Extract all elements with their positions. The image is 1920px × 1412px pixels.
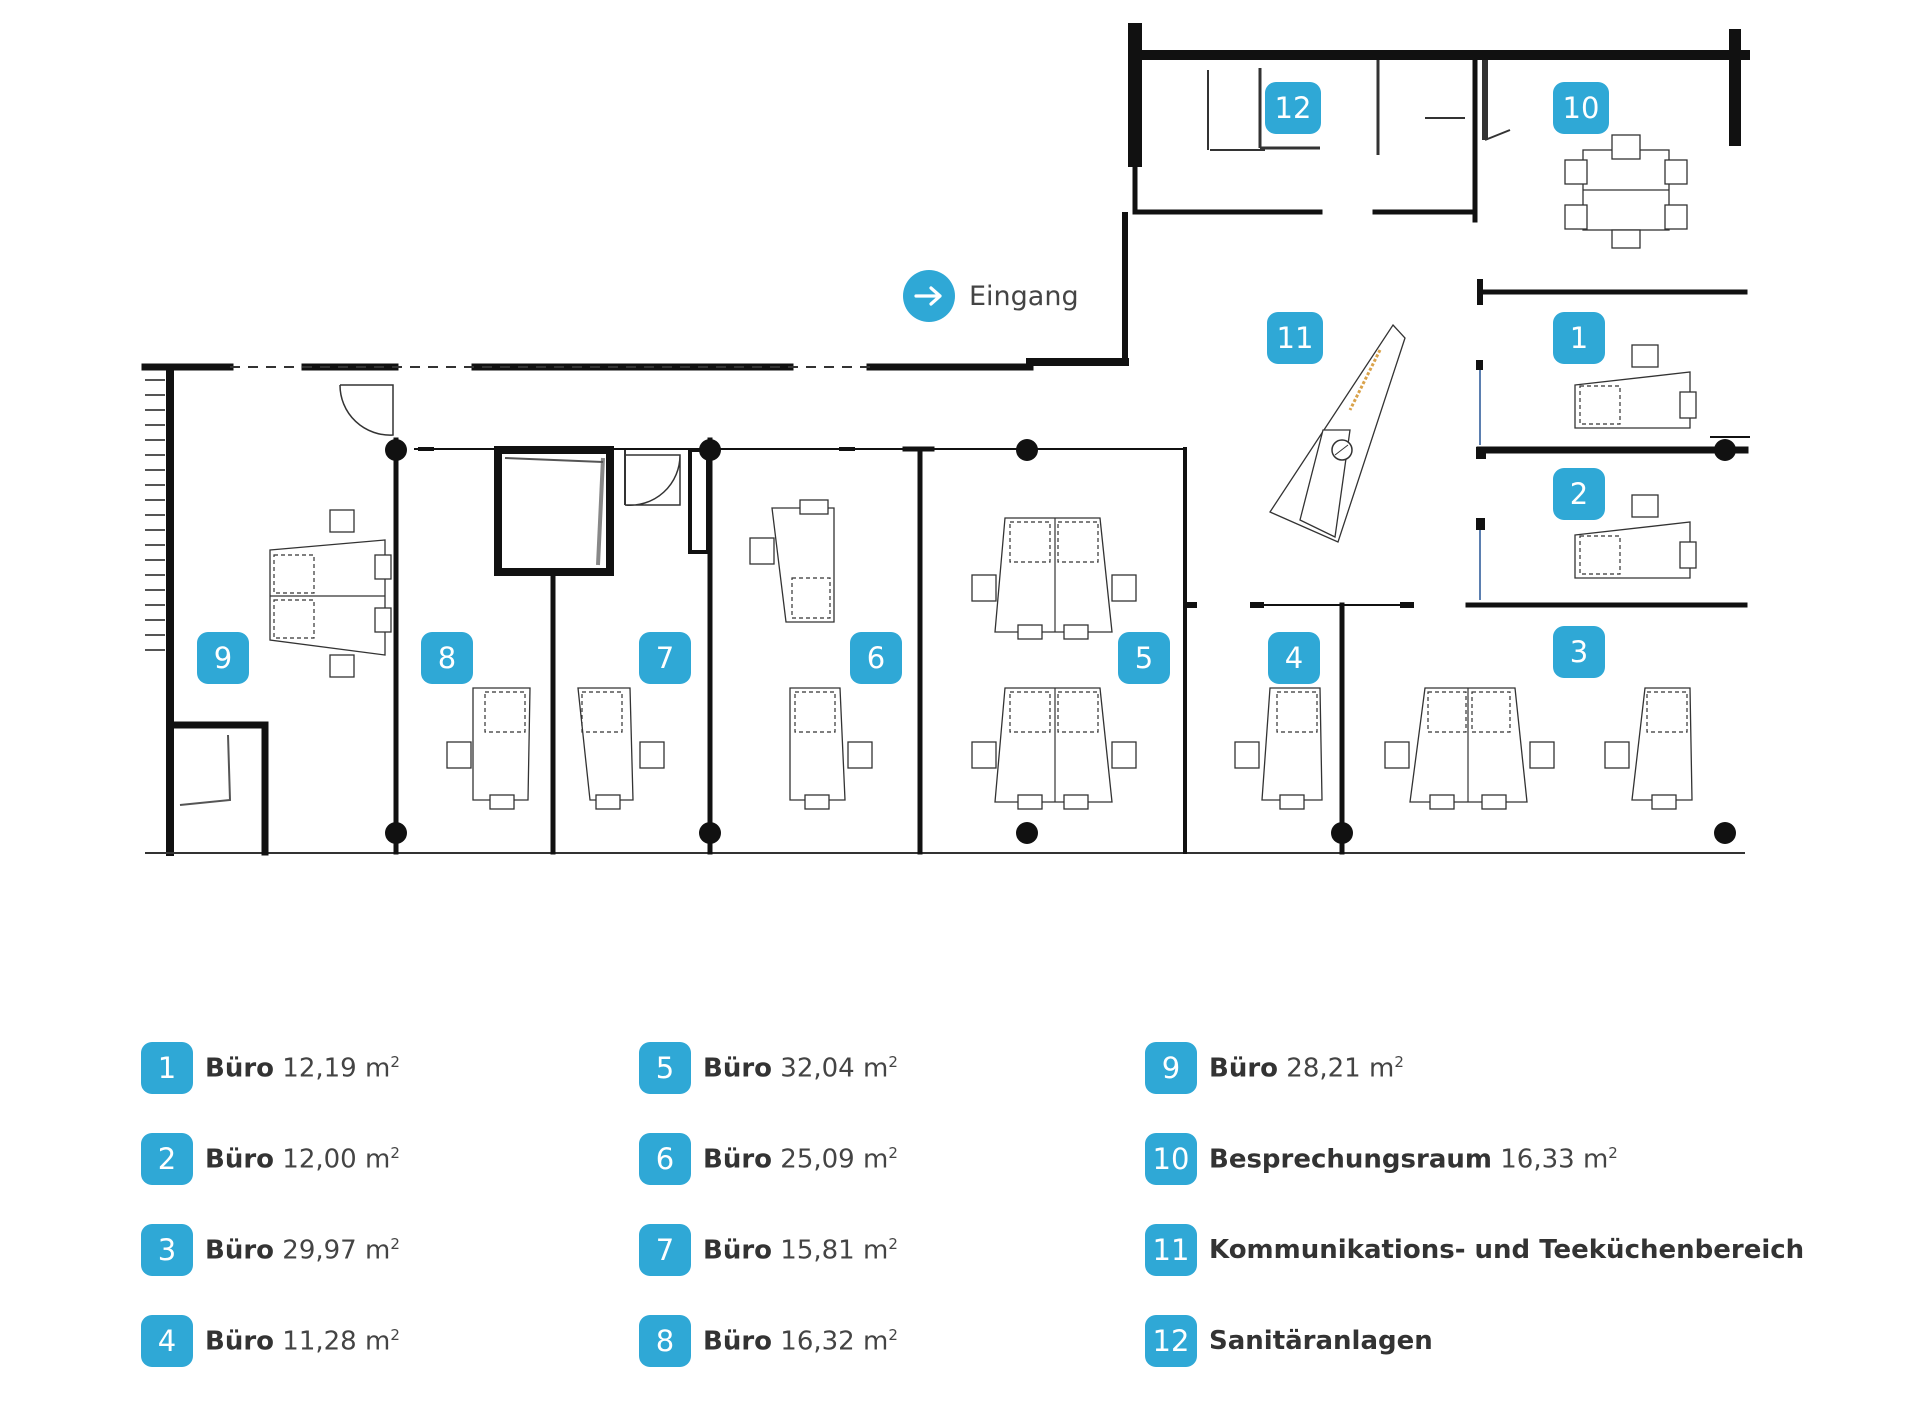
room-area: 11,28 m bbox=[282, 1326, 391, 1357]
legend-number: 12 bbox=[1145, 1315, 1197, 1367]
room-name: Kommunikations- und Teeküchenbereich bbox=[1209, 1235, 1805, 1265]
room-name: Büro bbox=[205, 1326, 275, 1357]
svg-text:1: 1 bbox=[1570, 321, 1588, 355]
room-name: Besprechungsraum bbox=[1209, 1144, 1492, 1175]
room-area: 25,09 m bbox=[780, 1144, 889, 1175]
room-badge-10: 10 bbox=[1553, 82, 1609, 134]
legend-item-10: 10 Besprechungsraum 16,33 m2 bbox=[1145, 1131, 1618, 1187]
room-area: 16,33 m bbox=[1500, 1144, 1609, 1175]
entrance-label: Eingang bbox=[969, 280, 1079, 312]
room-badge-11: 11 bbox=[1267, 312, 1323, 364]
legend-item-5: 5 Büro 32,04 m2 bbox=[639, 1040, 898, 1096]
legend-number: 4 bbox=[141, 1315, 193, 1367]
room-badge-7: 7 bbox=[639, 632, 691, 684]
legend-item-4: 4 Büro 11,28 m2 bbox=[141, 1313, 400, 1369]
room-badge-8: 8 bbox=[421, 632, 473, 684]
room-name: Büro bbox=[205, 1144, 275, 1175]
arrow-right-icon bbox=[903, 270, 955, 322]
room-name: Büro bbox=[703, 1235, 773, 1266]
room-area: 12,00 m bbox=[282, 1144, 391, 1175]
legend-item-12: 12 Sanitäranlagen bbox=[1145, 1313, 1433, 1369]
walls bbox=[141, 23, 1750, 856]
entrance-marker: Eingang bbox=[903, 270, 1079, 322]
legend-item-6: 6 Büro 25,09 m2 bbox=[639, 1131, 898, 1187]
room-badge-6: 6 bbox=[850, 632, 902, 684]
svg-text:9: 9 bbox=[214, 641, 232, 675]
room-area: 32,04 m bbox=[780, 1053, 889, 1084]
room-name: Büro bbox=[703, 1053, 773, 1084]
room-name: Büro bbox=[205, 1235, 275, 1266]
legend-number: 7 bbox=[639, 1224, 691, 1276]
svg-text:11: 11 bbox=[1277, 321, 1314, 355]
legend-item-1: 1 Büro 12,19 m2 bbox=[141, 1040, 400, 1096]
room-name: Büro bbox=[1209, 1053, 1279, 1084]
room-badge-3: 3 bbox=[1553, 626, 1605, 678]
room-badge-4: 4 bbox=[1268, 632, 1320, 684]
floor-plan: 1 2 3 4 5 6 7 8 9 10 11 12 bbox=[141, 23, 1750, 856]
legend-item-11: 11 Kommunikations- und Teeküchenbereich bbox=[1145, 1222, 1804, 1278]
legend-number: 5 bbox=[639, 1042, 691, 1094]
room-badge-1: 1 bbox=[1553, 312, 1605, 364]
legend-item-8: 8 Büro 16,32 m2 bbox=[639, 1313, 898, 1369]
svg-text:5: 5 bbox=[1135, 641, 1153, 675]
room-area: 16,32 m bbox=[780, 1326, 889, 1357]
room-badges: 1 2 3 4 5 6 7 8 9 10 11 12 bbox=[197, 82, 1609, 684]
svg-text:2: 2 bbox=[1570, 477, 1588, 511]
room-name: Büro bbox=[205, 1053, 275, 1084]
svg-text:12: 12 bbox=[1275, 91, 1312, 125]
room-badge-12: 12 bbox=[1265, 82, 1321, 134]
legend-number: 10 bbox=[1145, 1133, 1197, 1185]
room-area: 29,97 m bbox=[282, 1235, 391, 1266]
legend-number: 9 bbox=[1145, 1042, 1197, 1094]
legend-item-7: 7 Büro 15,81 m2 bbox=[639, 1222, 898, 1278]
furniture bbox=[269, 134, 1697, 810]
room-area: 12,19 m bbox=[282, 1053, 391, 1084]
legend-item-3: 3 Büro 29,97 m2 bbox=[141, 1222, 400, 1278]
legend-item-9: 9 Büro 28,21 m2 bbox=[1145, 1040, 1404, 1096]
svg-text:10: 10 bbox=[1563, 91, 1600, 125]
room-badge-5: 5 bbox=[1118, 632, 1170, 684]
room-name: Büro bbox=[703, 1326, 773, 1357]
legend-item-2: 2 Büro 12,00 m2 bbox=[141, 1131, 400, 1187]
legend-number: 3 bbox=[141, 1224, 193, 1276]
svg-text:6: 6 bbox=[867, 641, 885, 675]
room-badge-2: 2 bbox=[1553, 468, 1605, 520]
room-area: 15,81 m bbox=[780, 1235, 889, 1266]
svg-text:3: 3 bbox=[1570, 635, 1588, 669]
legend-number: 8 bbox=[639, 1315, 691, 1367]
legend-number: 11 bbox=[1145, 1224, 1197, 1276]
legend-number: 2 bbox=[141, 1133, 193, 1185]
room-name: Büro bbox=[703, 1144, 773, 1175]
room-badge-9: 9 bbox=[197, 632, 249, 684]
legend-number: 6 bbox=[639, 1133, 691, 1185]
room-area: 28,21 m bbox=[1286, 1053, 1395, 1084]
svg-text:8: 8 bbox=[438, 641, 456, 675]
svg-text:4: 4 bbox=[1285, 641, 1303, 675]
room-name: Sanitäranlagen bbox=[1209, 1326, 1433, 1356]
svg-text:7: 7 bbox=[656, 641, 674, 675]
legend-number: 1 bbox=[141, 1042, 193, 1094]
